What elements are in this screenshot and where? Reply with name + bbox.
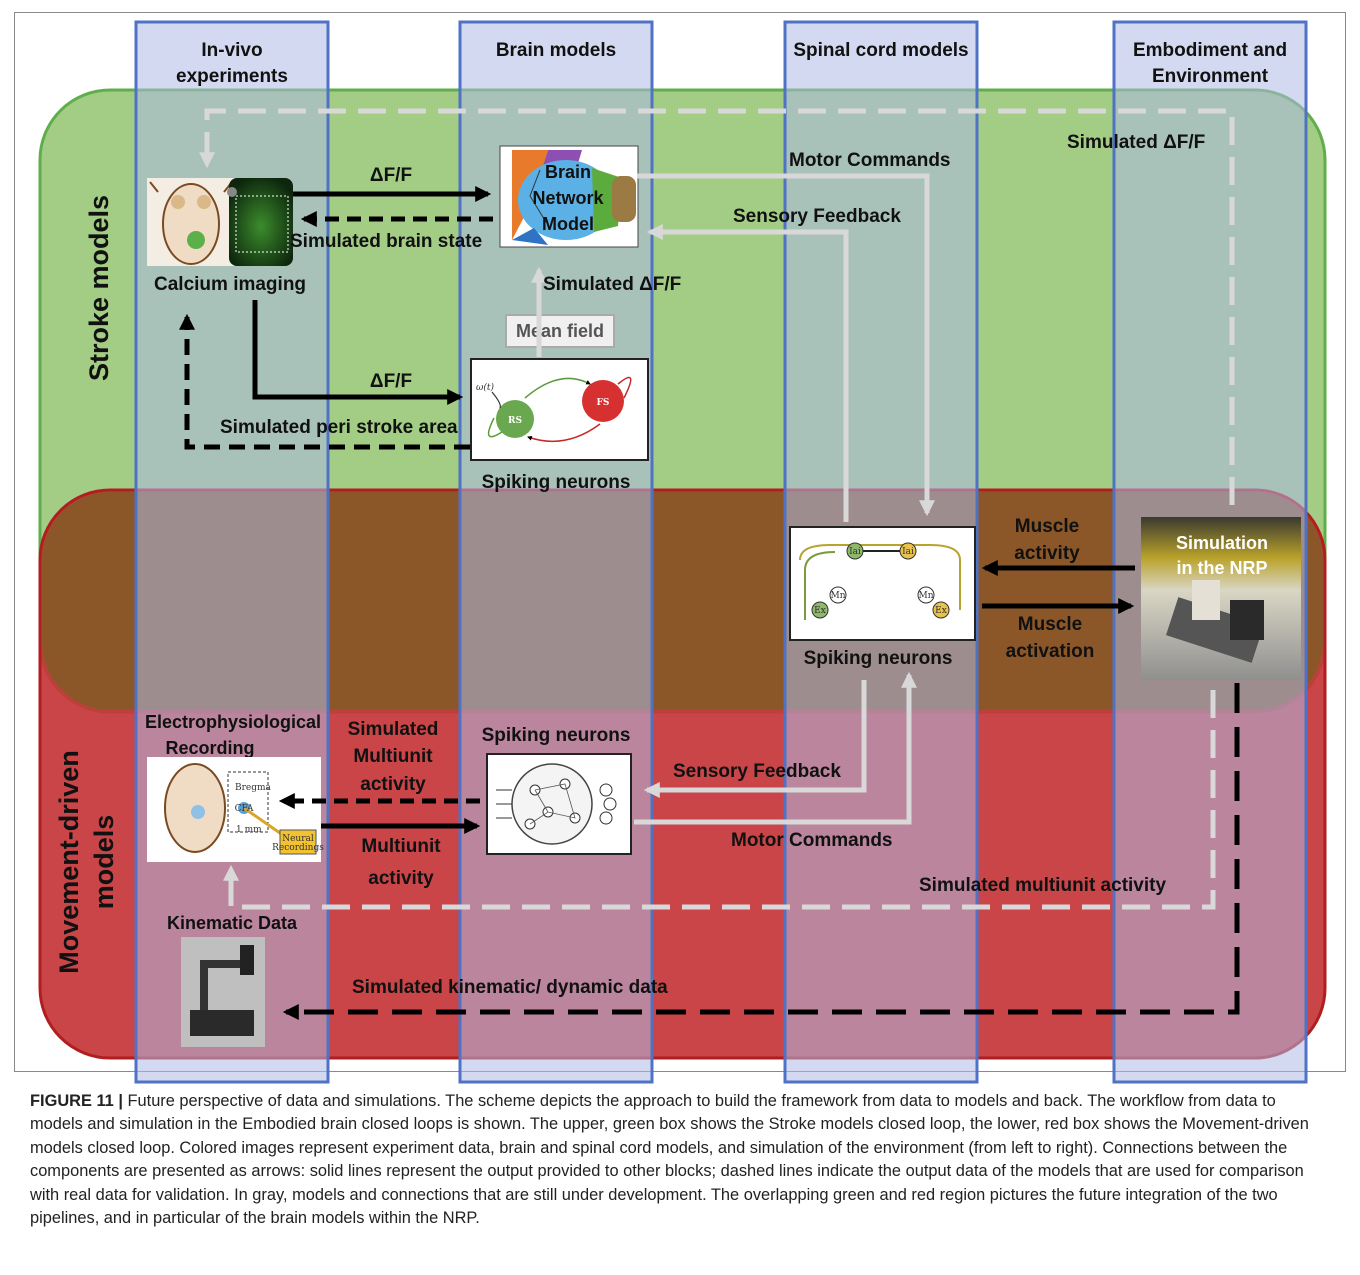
nrp-simulation-image [1141, 517, 1301, 680]
kinematic-data-label: Kinematic Data [167, 913, 298, 933]
label-multiunit-2: activity [368, 868, 434, 889]
kinematic-setup-image [181, 937, 265, 1047]
label-simulated-multiunit-1: Simulated [348, 719, 439, 740]
arrow-simulated-multiunit-activity [222, 690, 1216, 910]
label-simulated-peri-stroke: Simulated peri stroke area [220, 417, 458, 438]
ex-right-label: Ex [935, 606, 947, 616]
label-multiunit-1: Multiunit [361, 836, 441, 857]
scale-label: 1 mm [236, 825, 262, 835]
cfa-label: CFA [235, 804, 254, 814]
spiking-neurons-brain-label: Spiking neurons [482, 472, 631, 493]
caption-text: Future perspective of data and simulatio… [30, 1092, 1309, 1228]
omega-label: ω(t) [476, 382, 494, 393]
calcium-imaging-label: Calcium imaging [154, 274, 306, 295]
brain-network-model-label-2: Network [532, 188, 604, 208]
electrophysiological-label-1: Electrophysiological [145, 712, 321, 732]
overlap-region [42, 492, 1323, 710]
label-simulated-df-f-brain: Simulated ΔF/F [543, 274, 681, 295]
label-simulated-multiunit-2: Multiunit [353, 746, 433, 767]
label-motor-commands-bottom: Motor Commands [731, 830, 893, 851]
label-muscle-activation-1: Muscle [1018, 614, 1082, 635]
neural-recordings-label-1: Neural [282, 834, 314, 844]
spiking-neurons-network-image [486, 753, 632, 855]
label-df-f-spiking: ΔF/F [370, 371, 412, 392]
label-muscle-activity-2: activity [1014, 543, 1080, 564]
iai-right-label: Iai [902, 547, 914, 557]
mn-right-label: Mn [918, 591, 933, 601]
electrophysiology-image [147, 757, 321, 862]
column-title-spinal: Spinal cord models [793, 40, 968, 61]
brain-network-model-label-1: Brain [545, 162, 591, 182]
arrow-motor-commands-top [637, 173, 936, 517]
spiking-neurons-rs-fs-image [470, 358, 649, 461]
rs-label: RS [508, 416, 522, 426]
label-sensory-feedback-bottom: Sensory Feedback [673, 761, 841, 782]
brain-network-model-label-3: Model [542, 214, 594, 234]
column-title-in-vivo-1: In-vivo [201, 40, 262, 61]
arrow-sensory-feedback-bottom [643, 680, 867, 799]
label-simulated-brain-state: Simulated brain state [290, 231, 482, 252]
nrp-label-2: in the NRP [1176, 558, 1267, 578]
label-df-f-top: ΔF/F [370, 165, 412, 186]
label-simulated-kinematic: Simulated kinematic/ dynamic data [352, 977, 668, 998]
ex-left-label: Ex [814, 606, 826, 616]
neural-recordings-label-2: Recordings [272, 843, 324, 853]
arrow-simulated-peri-stroke [178, 313, 470, 450]
fs-label: FS [597, 398, 610, 408]
calcium-imaging-image [147, 178, 293, 266]
column-title-embodiment-2: Environment [1152, 66, 1269, 87]
mean-field-label: Mean field [516, 321, 604, 341]
label-muscle-activation-2: activation [1006, 641, 1095, 662]
label-simulated-multiunit-3: activity [360, 774, 426, 795]
bregma-label: Bregma [235, 783, 272, 793]
spiking-neurons-spinal-label: Spiking neurons [804, 648, 953, 669]
spiking-neurons-movement-label: Spiking neurons [482, 725, 631, 746]
column-title-brain: Brain models [496, 40, 616, 61]
arrow-simulated-df-f-env [198, 108, 1235, 505]
brain-network-model-image [499, 145, 639, 248]
electrophysiological-label-2: Recording [165, 738, 254, 758]
spinal-spiking-neurons-image [789, 526, 976, 641]
label-simulated-multiunit-activity: Simulated multiunit activity [919, 875, 1166, 896]
mn-left-label: Mn [830, 591, 845, 601]
caption-label: FIGURE 11 | [30, 1092, 123, 1110]
region-label-stroke: Stroke models [84, 195, 114, 381]
arrow-motor-commands-bottom [634, 671, 918, 825]
embodied-brain-diagram: In-vivo experiments Brain models Spinal … [38, 20, 1327, 1084]
region-label-movement-1: Movement-driven [54, 750, 84, 974]
column-title-in-vivo-2: experiments [176, 66, 288, 87]
arrow-df-f-spiking [252, 300, 464, 406]
iai-left-label: Iai [849, 547, 861, 557]
label-simulated-df-f-env: Simulated ΔF/F [1067, 132, 1205, 153]
label-motor-commands-top: Motor Commands [789, 150, 951, 171]
mean-field-box [505, 314, 615, 348]
region-label-movement-2: models [89, 815, 119, 910]
label-sensory-feedback-top: Sensory Feedback [733, 206, 901, 227]
label-muscle-activity-1: Muscle [1015, 516, 1079, 537]
arrow-sensory-feedback-top [646, 223, 849, 522]
figure-caption: FIGURE 11 | Future perspective of data a… [30, 1090, 1330, 1230]
arrow-simulated-kinematic [282, 683, 1240, 1021]
nrp-label-1: Simulation [1176, 533, 1268, 553]
column-title-embodiment-1: Embodiment and [1133, 40, 1287, 61]
